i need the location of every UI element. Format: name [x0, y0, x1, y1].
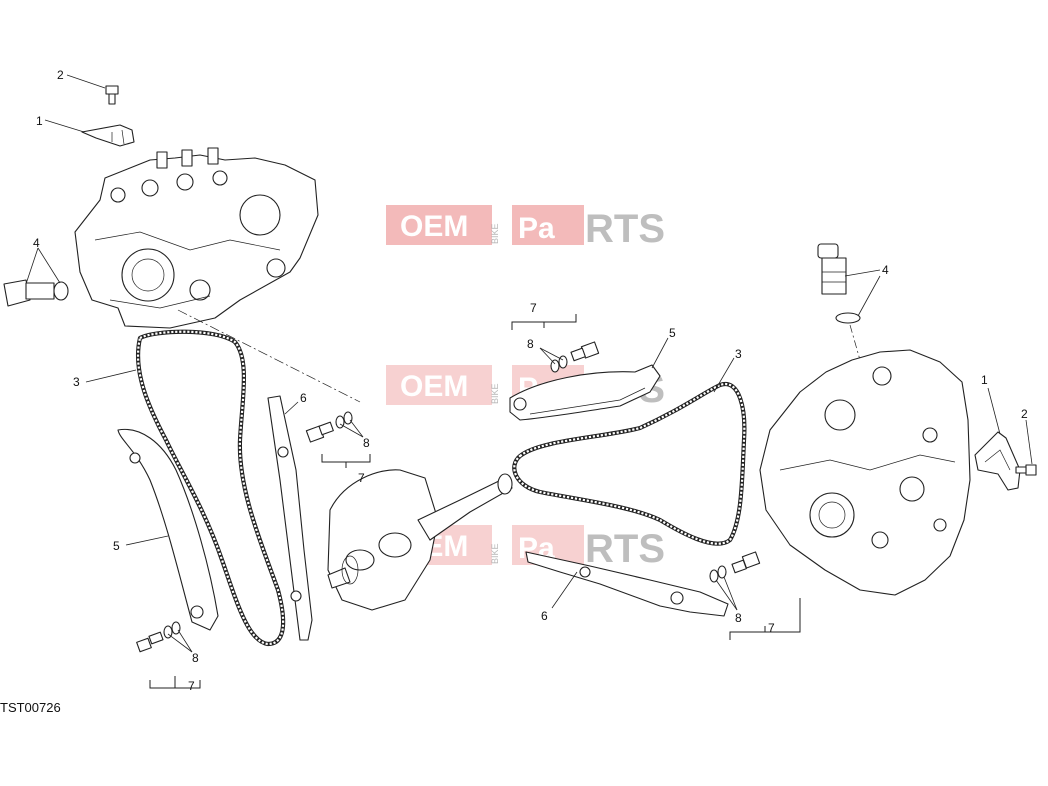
watermark-oem-text: OEM — [400, 370, 468, 403]
right-cylinder-head — [759, 349, 971, 596]
right-bracket-assembly — [974, 431, 1037, 491]
callout-left-lower-bolt-pack: 7 — [188, 679, 195, 693]
left-tensioner — [3, 279, 69, 307]
watermark-bike-text: BIKE — [490, 543, 500, 564]
callout-left-bracket: 1 — [36, 114, 43, 128]
callout-right-bolt-pack: 7 — [768, 621, 775, 635]
watermark-bike-text: BIKE — [490, 383, 500, 404]
watermark-oem-text: OEM — [400, 210, 468, 243]
callout-right-screw: 2 — [1021, 407, 1028, 421]
right-bolt-pack — [709, 551, 761, 583]
left-lower-bolt-pack — [136, 621, 181, 653]
callout-left-tensioner: 4 — [33, 236, 40, 250]
callout-left-upper-washer: 8 — [363, 436, 370, 450]
callout-left-upper-bolt-pack: 7 — [358, 471, 365, 485]
callout-center-moving-guide: 5 — [669, 326, 676, 340]
watermark-bike-text: BIKE — [490, 223, 500, 244]
callout-right-washer: 8 — [735, 611, 742, 625]
right-tensioner — [817, 243, 861, 361]
callout-right-fixed-guide: 6 — [541, 609, 548, 623]
callout-right-bracket: 1 — [981, 373, 988, 387]
left-fixed-guide — [267, 395, 313, 641]
watermark-top: OEM BIKE Pa RTS — [386, 205, 665, 251]
callout-right-tensioner: 4 — [882, 263, 889, 277]
callout-left-screw: 2 — [57, 68, 64, 82]
crankshaft — [327, 469, 513, 611]
center-bolt-pack — [550, 341, 600, 373]
callout-left-moving-guide: 5 — [113, 539, 120, 553]
drawing-code-label: TST00726 — [0, 700, 61, 715]
alignment-axis-line — [177, 309, 361, 403]
left-upper-bolt-pack — [305, 411, 353, 443]
watermark-rts-text: RTS — [585, 207, 665, 251]
callout-center-washer: 8 — [527, 337, 534, 351]
center-moving-guide — [509, 364, 661, 421]
left-moving-guide — [117, 428, 219, 631]
callout-right-chain: 3 — [735, 347, 742, 361]
watermark-pa-text: Pa — [518, 212, 555, 245]
callout-center-bolt-pack: 7 — [530, 301, 537, 315]
right-timing-chain — [512, 381, 747, 546]
right-fixed-guide — [525, 551, 729, 617]
callout-left-chain: 3 — [73, 375, 80, 389]
left-cylinder-head — [74, 147, 319, 329]
left-bracket-assembly — [81, 85, 135, 147]
left-timing-chain — [135, 329, 286, 647]
callout-left-fixed-guide: 6 — [300, 391, 307, 405]
callout-left-lower-washer: 8 — [192, 651, 199, 665]
watermark-rts-text: RTS — [585, 527, 665, 571]
